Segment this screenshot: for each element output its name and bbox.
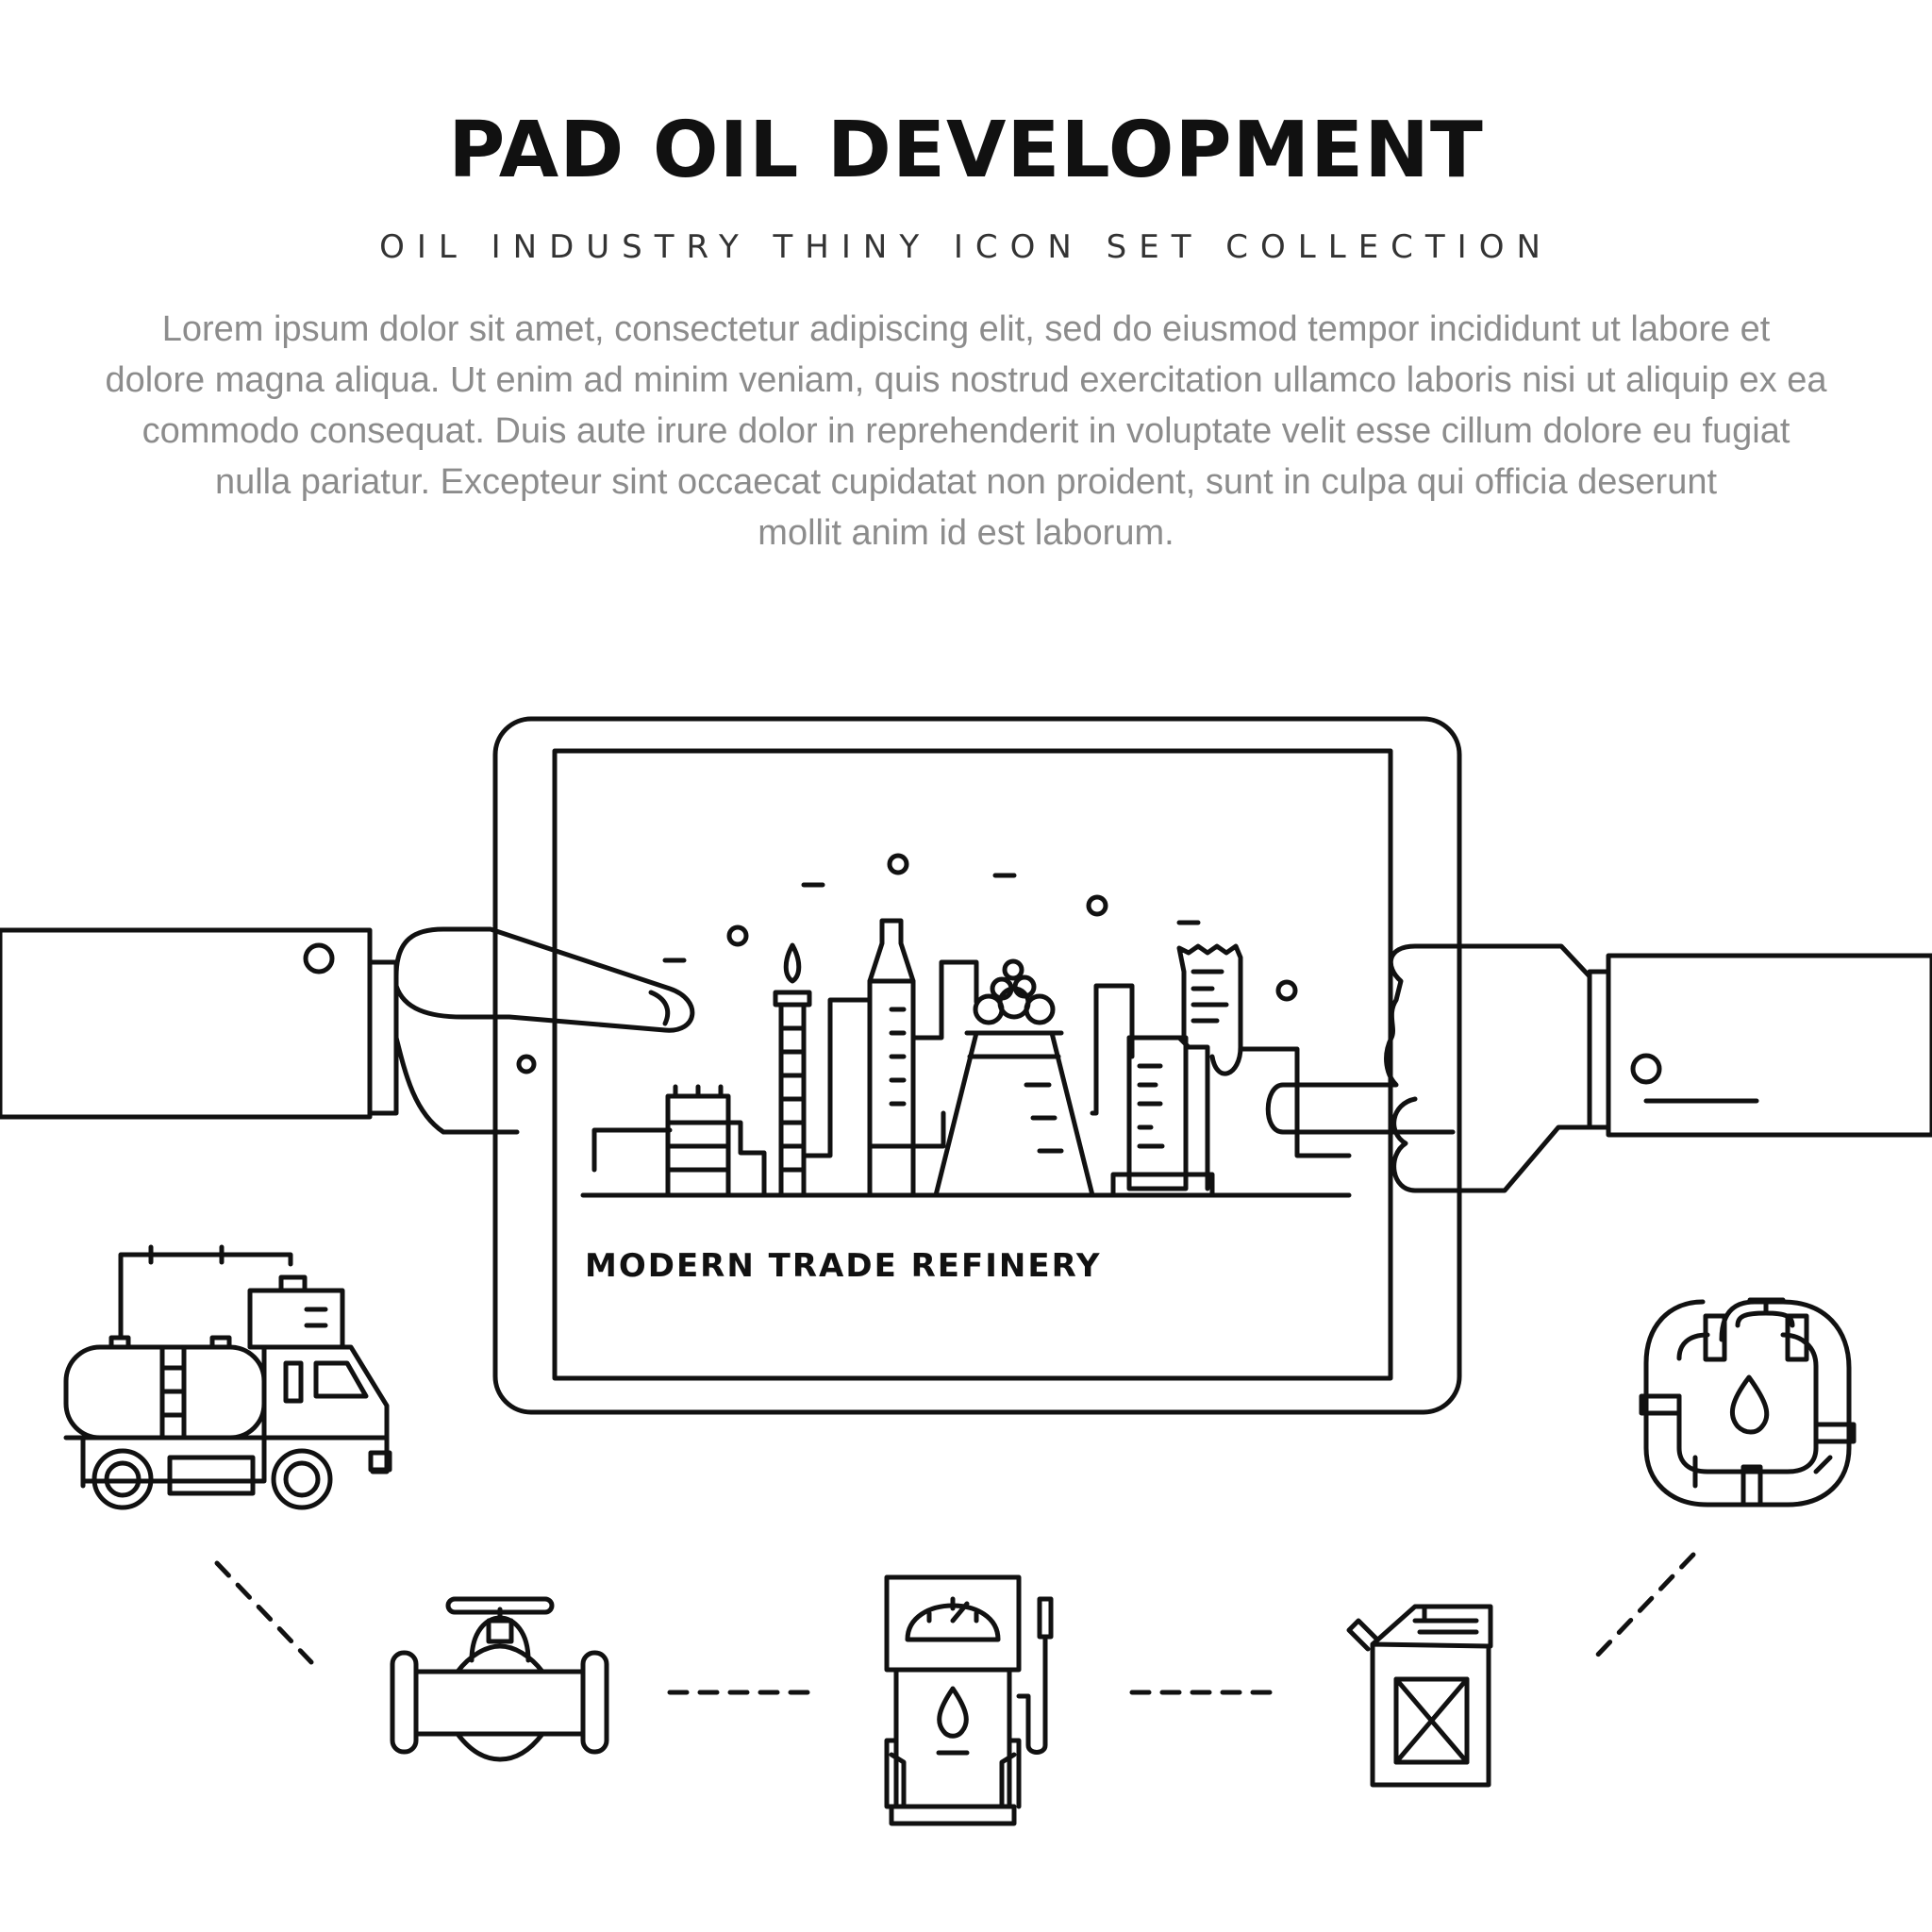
description-line: dolore magna aliqua. Ut enim ad minim ve… bbox=[105, 360, 1827, 400]
jerrycan-icon bbox=[1346, 1604, 1493, 1788]
tablet bbox=[492, 716, 1462, 1415]
page-title: PAD OIL DEVELOPMENT bbox=[448, 106, 1484, 195]
cufflink-icon bbox=[303, 942, 335, 974]
fuel-pump-icon bbox=[884, 1574, 1054, 1826]
description-line: Lorem ipsum dolor sit amet, consectetur … bbox=[161, 309, 1771, 349]
description-paragraph: Lorem ipsum dolor sit amet, consectetur … bbox=[57, 304, 1875, 558]
refinery-skyline-icon bbox=[580, 853, 1352, 1198]
right-hand-icon bbox=[1265, 943, 1932, 1193]
description-line: commodo consequat. Duis aute irure dolor… bbox=[142, 411, 1790, 451]
pipeline-drop-icon bbox=[1639, 1297, 1857, 1507]
description-line: nulla pariatur. Excepteur sint occaecat … bbox=[214, 462, 1718, 502]
left-sleeve bbox=[0, 927, 373, 1120]
description-line: mollit anim id est laborum. bbox=[758, 513, 1174, 553]
page-subtitle: OIL INDUSTRY THINY ICON SET COLLECTION bbox=[379, 228, 1553, 266]
tablet-frame bbox=[492, 716, 1462, 1415]
tablet-camera-icon bbox=[516, 1054, 537, 1074]
left-hand-icon bbox=[0, 926, 695, 1135]
tablet-screen bbox=[552, 748, 1393, 1381]
connector-dashes bbox=[214, 1552, 1696, 1695]
tanker-truck-icon bbox=[63, 1244, 392, 1510]
screen-label: MODERN TRADE REFINERY bbox=[585, 1247, 1102, 1285]
pipe-valve-icon bbox=[390, 1596, 609, 1762]
right-sleeve bbox=[1606, 953, 1932, 1138]
cufflink-icon bbox=[1630, 1053, 1662, 1085]
